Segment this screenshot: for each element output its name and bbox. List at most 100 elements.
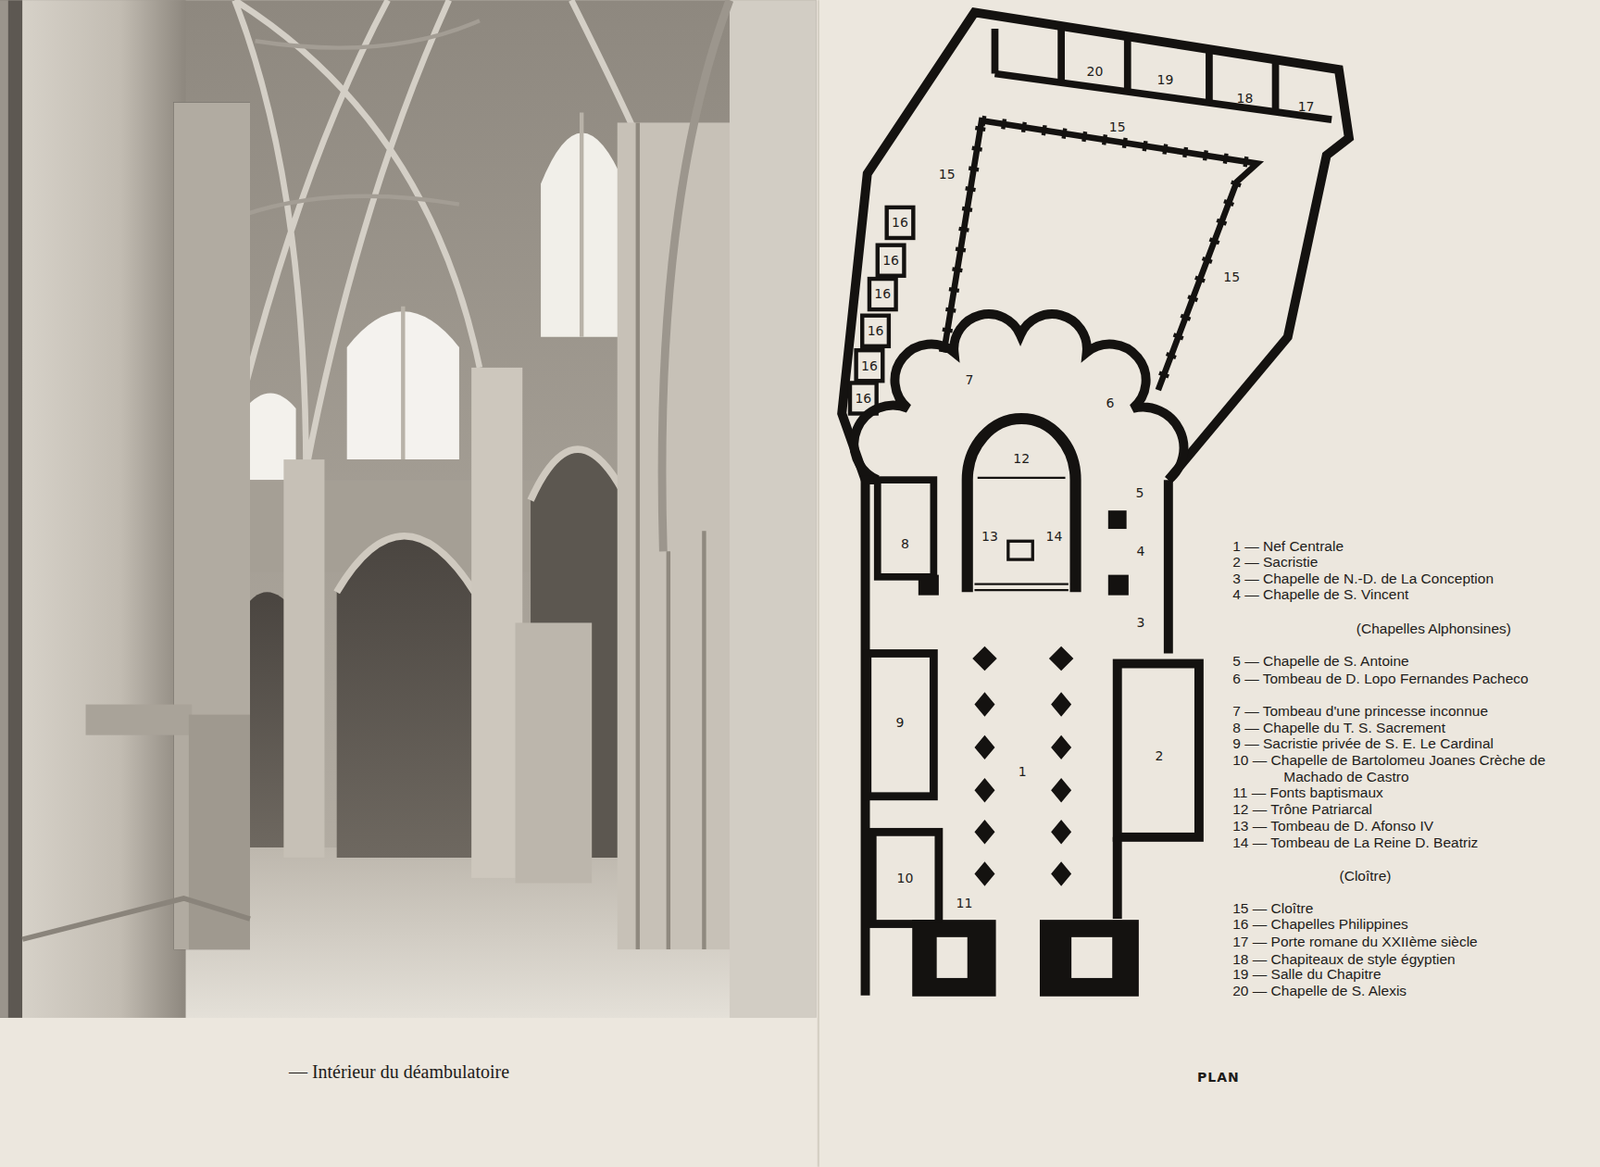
callout-number: 16 [861,358,878,374]
legend-entry: 12 — Trône Patriarcal [1232,800,1373,818]
callout-number: 2 [1154,748,1163,763]
page-edge [0,0,23,1018]
callout-number: 15 [938,166,956,182]
plan-pillars [1108,510,1127,529]
cathedral-plan [967,418,1076,592]
legend-entry: 8 — Chapelle du T. S. Sacrement [1232,719,1446,737]
cathedral-plan [1117,663,1200,838]
page-edge [0,0,9,1018]
page-fold [817,0,820,1167]
callout-number: 19 [1157,72,1175,88]
callout-number: 8 [900,536,910,551]
callout-number: 16 [891,214,909,230]
callout-number: 7 [964,372,974,388]
cathedral-plan [877,479,935,577]
legend-heading: (Chapelles Alphonsines) [1356,620,1512,638]
cathedral-plan [867,652,935,796]
ambulatory-photo [515,622,593,883]
cathedral-plan [887,207,914,238]
legend-entry: 15 — Cloître [1232,900,1313,917]
plan-pillars [974,777,1072,802]
cathedral-plan [869,278,897,310]
page-edge [0,0,23,1018]
callout-number: 15 [1109,119,1126,135]
legend-entry: 14 — Tombeau de La Reine D. Beatriz [1232,834,1478,851]
ambulatory-photo [234,0,653,480]
ambulatory-photo [244,20,479,214]
legend-entry: 3 — Chapelle de N.-D. de La Conception [1232,570,1494,588]
callout-number: 16 [874,286,891,301]
legend-entry: 20 — Chapelle de S. Alexis [1232,982,1407,1000]
ambulatory-photo [530,449,628,500]
ambulatory-photo [86,704,193,736]
callout-number: 13 [981,528,999,544]
legend-entry: 1 — Nef Centrale [1232,537,1344,555]
legend-entry: 19 — Salle du Chapitre [1232,965,1381,983]
cathedral-plan [1008,540,1033,560]
callout-number: 10 [897,870,914,886]
ambulatory-photo [22,0,816,1018]
cathedral-plan [937,937,968,978]
ambulatory-photo [22,898,250,939]
legend-entry: 9 — Sacristie privée de S. E. Le Cardina… [1232,735,1494,752]
callout-number: 17 [1298,99,1315,114]
plan-pillars [974,735,1072,760]
ambulatory-photo [662,0,730,551]
legend-heading: (Cloître) [1339,867,1392,885]
callout-number: 3 [1137,614,1146,630]
cathedral-plan [877,245,905,276]
callout-number: 18 [1237,90,1254,106]
ambulatory-photo [337,536,475,858]
legend-entry: 10 — Chapelle de Bartolomeu Joanes Crèch… [1232,751,1562,785]
callout-number: 6 [1106,395,1115,411]
callout-number: 20 [1087,63,1104,79]
cathedral-plan [862,315,889,347]
plan-pillars [974,861,1072,886]
plan-pillars [918,510,1129,887]
callout-number: 11 [956,895,974,911]
legend-entry: 4 — Chapelle de S. Vincent [1232,586,1409,603]
legend-entry: 17 — Porte romane du XXIIème siècle [1232,933,1478,950]
legend-entry: 5 — Chapelle de S. Antoine [1232,652,1409,670]
cathedral-plan [841,12,1350,480]
cathedral-plan [1112,837,1123,919]
page-fold [817,0,819,1167]
callout-number: 1 [1018,763,1027,779]
cathedral-plan [856,350,884,381]
legend-entry: 16 — Chapelles Philippines [1232,915,1409,933]
cathedral-plan [974,588,1068,591]
ambulatory-photo [471,367,523,878]
legend-entry: 6 — Tombeau de D. Lopo Fernandes Pacheco [1232,670,1562,688]
cathedral-plan [1158,181,1238,390]
legend-entry: 11 — Fonts baptismaux [1232,784,1384,801]
callout-number: 12 [1012,450,1030,466]
ambulatory-photo [337,536,475,593]
legend-entry: 2 — Sacristie [1232,553,1318,571]
callout-number: 16 [867,323,885,338]
plan-pillars [1108,575,1129,596]
ambulatory-photo [729,0,817,1018]
cathedral-plan [912,920,995,995]
plan-title: PLAN [1197,1069,1240,1085]
photo-caption: — Intérieur du déambulatoire [288,1061,510,1083]
ambulatory-photo [283,459,325,858]
plan-pillars [974,691,1072,716]
legend-entry: 7 — Tombeau d'une princesse inconnue [1232,702,1488,720]
ambulatory-photo [22,0,186,1018]
callout-number: 9 [896,714,905,730]
cathedral-plan [1040,920,1138,995]
ambulatory-photo [173,101,250,950]
cathedral-plan [853,313,1184,480]
plan-pillars [918,575,939,596]
callout-number: 16 [882,252,900,268]
callout-number: 16 [854,390,872,406]
callout-number: 15 [1223,269,1240,285]
ambulatory-photo [22,0,816,1018]
plan-pillars [974,819,1072,844]
callout-number: 5 [1136,485,1145,500]
plan-pillars [972,646,1074,671]
legend-entry: 13 — Tombeau de D. Afonso IV [1232,817,1434,835]
callout-number: 14 [1045,528,1063,544]
cathedral-plan [1071,937,1113,978]
